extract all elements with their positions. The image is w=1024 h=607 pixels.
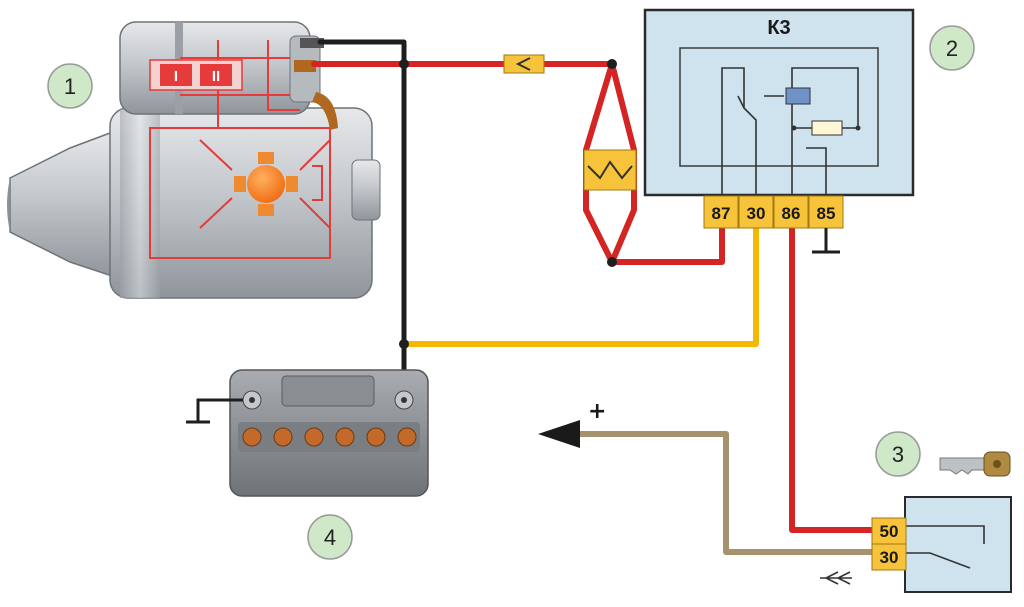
brush-left	[234, 176, 246, 192]
winding-I-box	[160, 64, 192, 86]
relay-pin-85	[808, 195, 844, 229]
key-icon	[939, 451, 1011, 477]
callout-2: 2	[929, 25, 975, 71]
relay-pin-86	[773, 195, 809, 229]
switch-pin-label: 50	[880, 522, 899, 541]
callout-number: 3	[892, 442, 904, 467]
switch-body	[904, 496, 1012, 593]
ground-icon	[812, 228, 840, 254]
connector-arrows-icon	[820, 571, 852, 585]
relay-pin-label: 30	[747, 204, 766, 223]
switch-internal	[905, 525, 985, 569]
winding-II-box	[200, 64, 232, 86]
starter-terminal-top	[300, 38, 324, 48]
relay-pin-30	[738, 195, 774, 229]
relay-k3: К3 87 30 86 85	[643, 8, 915, 254]
field-bracket	[312, 165, 323, 201]
callout-1: 1	[47, 63, 93, 109]
battery-ground-icon	[186, 398, 243, 424]
relay-resistor-icon	[811, 120, 843, 136]
relay-internal	[721, 67, 859, 195]
red-wire-86	[789, 223, 881, 533]
junction-dot	[607, 257, 617, 267]
starter-terminal-mid	[294, 60, 316, 72]
starter-copper-strap	[312, 92, 338, 130]
relay-title: К3	[767, 17, 790, 39]
junction-dot	[607, 59, 617, 69]
terminal-bolt	[249, 397, 255, 403]
black-wire	[317, 39, 407, 395]
battery-cells	[242, 427, 417, 447]
starter-drive-housing	[9, 128, 119, 280]
relay-pin-label: 87	[712, 204, 731, 223]
relay-pin-87	[703, 195, 739, 229]
battery-top-lid	[281, 375, 375, 407]
junction-dot	[791, 125, 797, 131]
relay-coil-icon	[785, 87, 811, 105]
switch-pin-label: 30	[880, 548, 899, 567]
yellow-wire	[401, 223, 759, 347]
starter-drive-end	[7, 178, 10, 232]
winding-II-label: II	[212, 68, 220, 85]
starter-motor: I II	[7, 21, 381, 299]
starter-band	[120, 108, 160, 298]
callout-4: 4	[307, 514, 353, 560]
terminal-bolt	[401, 397, 407, 403]
fuse-link	[583, 149, 637, 191]
ignition-switch: 50 30	[820, 496, 1012, 593]
callout-number: 2	[946, 36, 958, 61]
red-wire-to-87	[609, 223, 725, 265]
battery-cell-strip	[238, 422, 420, 452]
battery	[186, 369, 429, 497]
relay-pin-label: 86	[782, 204, 801, 223]
junction-dot	[855, 125, 861, 131]
switch-pin-30	[871, 543, 907, 571]
brush-bottom	[258, 204, 274, 216]
callout-number: 1	[64, 74, 76, 99]
inline-fuse	[503, 54, 545, 74]
plus-sign: +	[588, 399, 606, 424]
relay-inner-frame	[679, 47, 879, 167]
junction-dot	[399, 339, 409, 349]
brush-top	[258, 152, 274, 164]
armature-icon	[247, 165, 285, 203]
junction-dot	[399, 59, 409, 69]
callout-3: 3	[875, 431, 921, 477]
starter-rear-cap	[351, 159, 381, 221]
callout-number: 4	[324, 525, 336, 550]
relay-pin-label: 85	[817, 204, 836, 223]
winding-I-label: I	[174, 68, 178, 85]
relay-body	[643, 8, 915, 197]
brown-wire	[571, 431, 881, 555]
brush-right	[286, 176, 298, 192]
plus-arrow-icon	[538, 420, 580, 448]
